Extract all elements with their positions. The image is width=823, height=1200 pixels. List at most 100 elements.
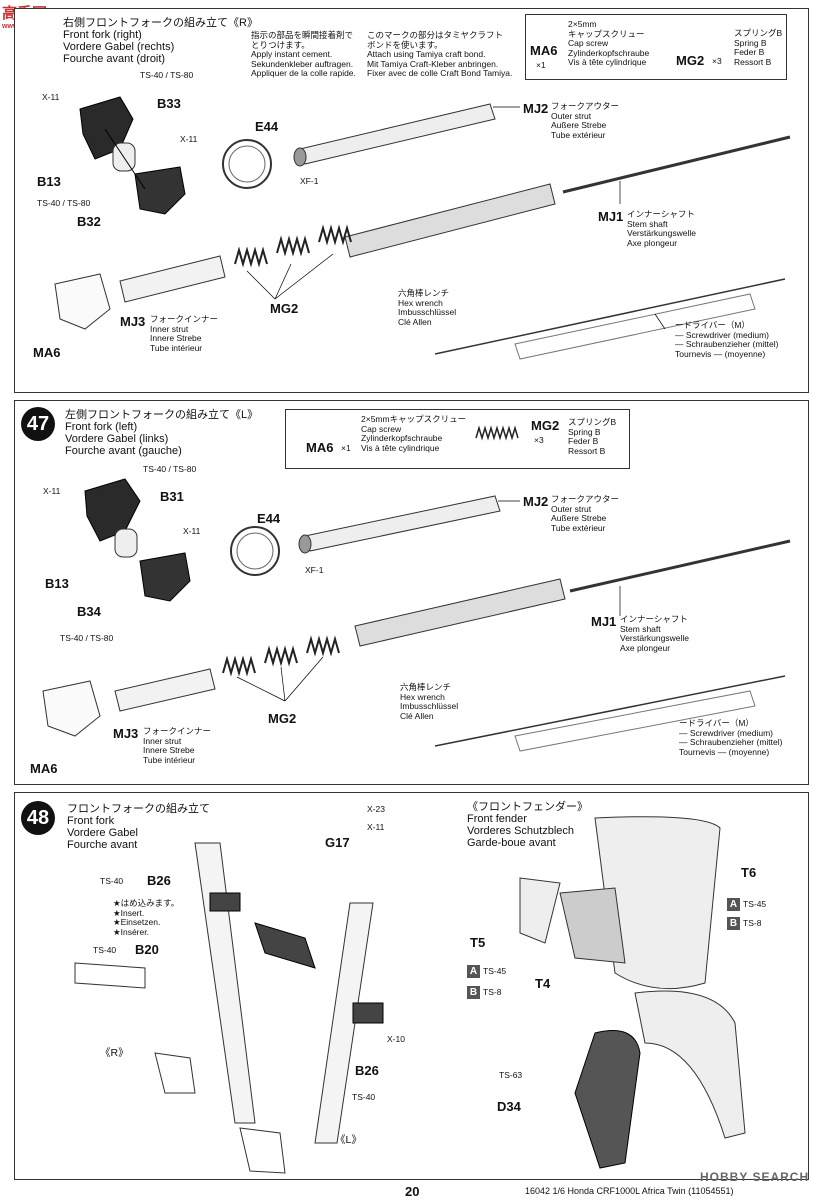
insert-note-line: ★はめ込みます。 bbox=[113, 898, 180, 908]
b32-label: B32 bbox=[77, 214, 101, 229]
step-48-drawing bbox=[74, 816, 746, 1174]
mg2-spring-label: MG2 bbox=[268, 711, 297, 726]
mg2-desc-line: Spring B bbox=[734, 37, 767, 48]
mj2-desc-line: Tube extérieur bbox=[551, 129, 606, 140]
ma6-desc-line: Vis à tête cylindrique bbox=[568, 57, 647, 67]
bond-note: このマークの部分はタミヤクラフト ボンドを使います。 Attach using … bbox=[367, 30, 512, 79]
mj2-desc: フォークアウター Outer strut Außere Strebe Tube … bbox=[551, 101, 619, 140]
fender-title-line: Front fender bbox=[467, 813, 527, 825]
mj2-desc-line: Outer strut bbox=[551, 110, 592, 121]
step-47-title: 左側フロントフォークの組み立て《L》 Front fork (left) Vor… bbox=[65, 409, 258, 457]
cement-note: 指示の部品を瞬間接着剤で とりつけます。 Apply instant cemen… bbox=[251, 30, 356, 79]
ts40-paint-2: TS-40 bbox=[93, 945, 117, 955]
ma6-qty: ×1 bbox=[536, 60, 546, 70]
ma6-desc-line: Zylinderkopfschraube bbox=[568, 47, 650, 58]
a-box-icon: A bbox=[727, 898, 740, 911]
step-48-title-fr: Fourche avant bbox=[67, 839, 138, 851]
x10-paint: X-10 bbox=[387, 1034, 405, 1044]
b13-label: B13 bbox=[37, 174, 61, 189]
ma6-desc-line: 2×5mm bbox=[568, 19, 597, 29]
step-48-number: 48 bbox=[21, 801, 55, 835]
fender-title-line: 《フロントフェンダー》 bbox=[467, 801, 588, 813]
mg2-desc: スプリングB Spring B Feder B Ressort B bbox=[568, 417, 616, 456]
xf1-paint: XF-1 bbox=[305, 565, 324, 575]
driver-desc-line: — Screwdriver (medium) bbox=[679, 727, 773, 738]
step-47-panel: 47 左側フロントフォークの組み立て《L》 Front fork (left) … bbox=[14, 400, 809, 785]
bond-note-line: Mit Tamiya Craft-Kleber anbringen. bbox=[367, 58, 499, 69]
mg2-spring-label: MG2 bbox=[270, 301, 299, 316]
hex-desc-line: Hex wrench bbox=[398, 297, 443, 308]
ma6-screw-label: MA6 bbox=[30, 761, 58, 776]
step-48-title-en: Front fork bbox=[67, 815, 115, 827]
hex-desc-line: Imbusschlüssel bbox=[398, 307, 457, 317]
cement-note-line: Sekundenkleber auftragen. bbox=[251, 58, 354, 69]
t6-paint-b-value: TS-8 bbox=[743, 918, 762, 928]
mj3-desc-line: Innere Strebe bbox=[143, 745, 195, 755]
mj1-desc-line: Axe plongeur bbox=[627, 237, 678, 248]
mj1-desc-line: Stem shaft bbox=[627, 218, 668, 229]
mj2-desc-line: Außere Strebe bbox=[551, 120, 607, 130]
step-48-title-ja: フロントフォークの組み立て bbox=[67, 803, 210, 815]
x23-paint: X-23 bbox=[367, 804, 385, 814]
cement-note-line: 指示の部品を瞬間接着剤で bbox=[251, 30, 354, 40]
t6-label: T6 bbox=[741, 865, 757, 880]
mj1-desc-line: インナーシャフト bbox=[627, 209, 695, 219]
ma6-desc-line: 2×5mmキャップスクリュー bbox=[361, 414, 467, 424]
paint-ts40-80: TS-40 / TS-80 bbox=[140, 70, 194, 80]
screwdriver-desc: ードライバー（M） — Screwdriver (medium) — Schra… bbox=[675, 320, 778, 359]
mj1-desc: インナーシャフト Stem shaft Verstärkungswelle Ax… bbox=[620, 614, 689, 653]
mg2-desc-line: Spring B bbox=[568, 426, 601, 437]
mj1-desc-line: Verstärkungswelle bbox=[620, 633, 689, 643]
x11-paint: X-11 bbox=[43, 486, 61, 496]
mj2-label: MJ2 bbox=[523, 494, 549, 509]
hex-wrench-desc: 六角棒レンチ Hex wrench Imbusschlüssel Clé All… bbox=[398, 288, 457, 327]
x11-paint: X-11 bbox=[42, 92, 60, 102]
fender-title: 《フロントフェンダー》 Front fender Vorderes Schutz… bbox=[467, 801, 588, 849]
step-46-title: 右側フロントフォークの組み立て《R》 Front fork (right) Vo… bbox=[63, 17, 258, 65]
ma6-desc: 2×5mm キャップスクリュー Cap screw Zylinderkopfsc… bbox=[568, 19, 650, 68]
driver-desc-line: — Schraubenzieher (mittel) bbox=[679, 737, 783, 747]
driver-desc-line: Tournevis — (moyenne) bbox=[679, 746, 770, 757]
hex-desc-line: Hex wrench bbox=[400, 691, 445, 702]
e44-label: E44 bbox=[255, 119, 279, 134]
mg2-desc: スプリングB Spring B Feder B Ressort B bbox=[734, 28, 782, 67]
mg2-desc-line: Feder B bbox=[734, 47, 765, 57]
a-box-icon: A bbox=[467, 965, 480, 978]
fender-title-line: Garde-boue avant bbox=[467, 837, 556, 849]
x11-paint: X-11 bbox=[367, 822, 385, 832]
ma6-desc-line: Zylinderkopfschraube bbox=[361, 433, 443, 443]
paint-ts40-80-2: TS-40 / TS-80 bbox=[60, 633, 114, 643]
hex-desc-line: Imbusschlüssel bbox=[400, 701, 459, 711]
driver-desc-line: — Screwdriver (medium) bbox=[675, 329, 769, 340]
hex-desc-line: 六角棒レンチ bbox=[398, 288, 450, 298]
mj3-desc-line: Inner strut bbox=[150, 323, 189, 334]
mj1-desc-line: Verstärkungswelle bbox=[627, 228, 696, 238]
mj1-desc: インナーシャフト Stem shaft Verstärkungswelle Ax… bbox=[627, 209, 696, 248]
b34-label: B34 bbox=[77, 604, 101, 619]
fender-title-line: Vorderes Schutzblech bbox=[467, 825, 575, 837]
step-46-title-de: Vordere Gabel (rechts) bbox=[63, 41, 175, 53]
step-47-title-fr: Fourche avant (gauche) bbox=[65, 445, 182, 457]
mj2-desc-line: Außere Strebe bbox=[551, 513, 607, 523]
t5-label: T5 bbox=[470, 935, 486, 950]
step-46-panel: 右側フロントフォークの組み立て《R》 Front fork (right) Vo… bbox=[14, 8, 809, 393]
insert-note-line: ★Insert. bbox=[113, 907, 145, 918]
mj2-desc-line: フォークアウター bbox=[551, 494, 620, 504]
l-mark: 《L》 bbox=[335, 1134, 362, 1146]
xf1-paint: XF-1 bbox=[300, 176, 319, 186]
ts40-paint: TS-40 bbox=[100, 876, 124, 886]
t5-paint-b-value: TS-8 bbox=[483, 987, 502, 997]
hex-desc-line: 六角棒レンチ bbox=[400, 682, 452, 692]
mj1-desc-line: インナーシャフト bbox=[620, 614, 688, 624]
mj2-desc: フォークアウター Outer strut Außere Strebe Tube … bbox=[551, 494, 620, 533]
ma6-desc-line: Vis à tête cylindrique bbox=[361, 442, 440, 453]
mg2-label: MG2 bbox=[676, 53, 705, 68]
mj2-desc-line: Outer strut bbox=[551, 503, 592, 514]
step-46-title-ja: 右側フロントフォークの組み立て《R》 bbox=[63, 17, 258, 29]
mj3-desc-line: Tube intérieur bbox=[150, 342, 203, 353]
step-48-panel: 48 フロントフォークの組み立て Front fork Vordere Gabe… bbox=[14, 792, 809, 1180]
bond-note-line: このマークの部分はタミヤクラフト bbox=[367, 30, 504, 40]
mj3-desc: フォークインナー Inner strut Innere Strebe Tube … bbox=[143, 726, 211, 765]
